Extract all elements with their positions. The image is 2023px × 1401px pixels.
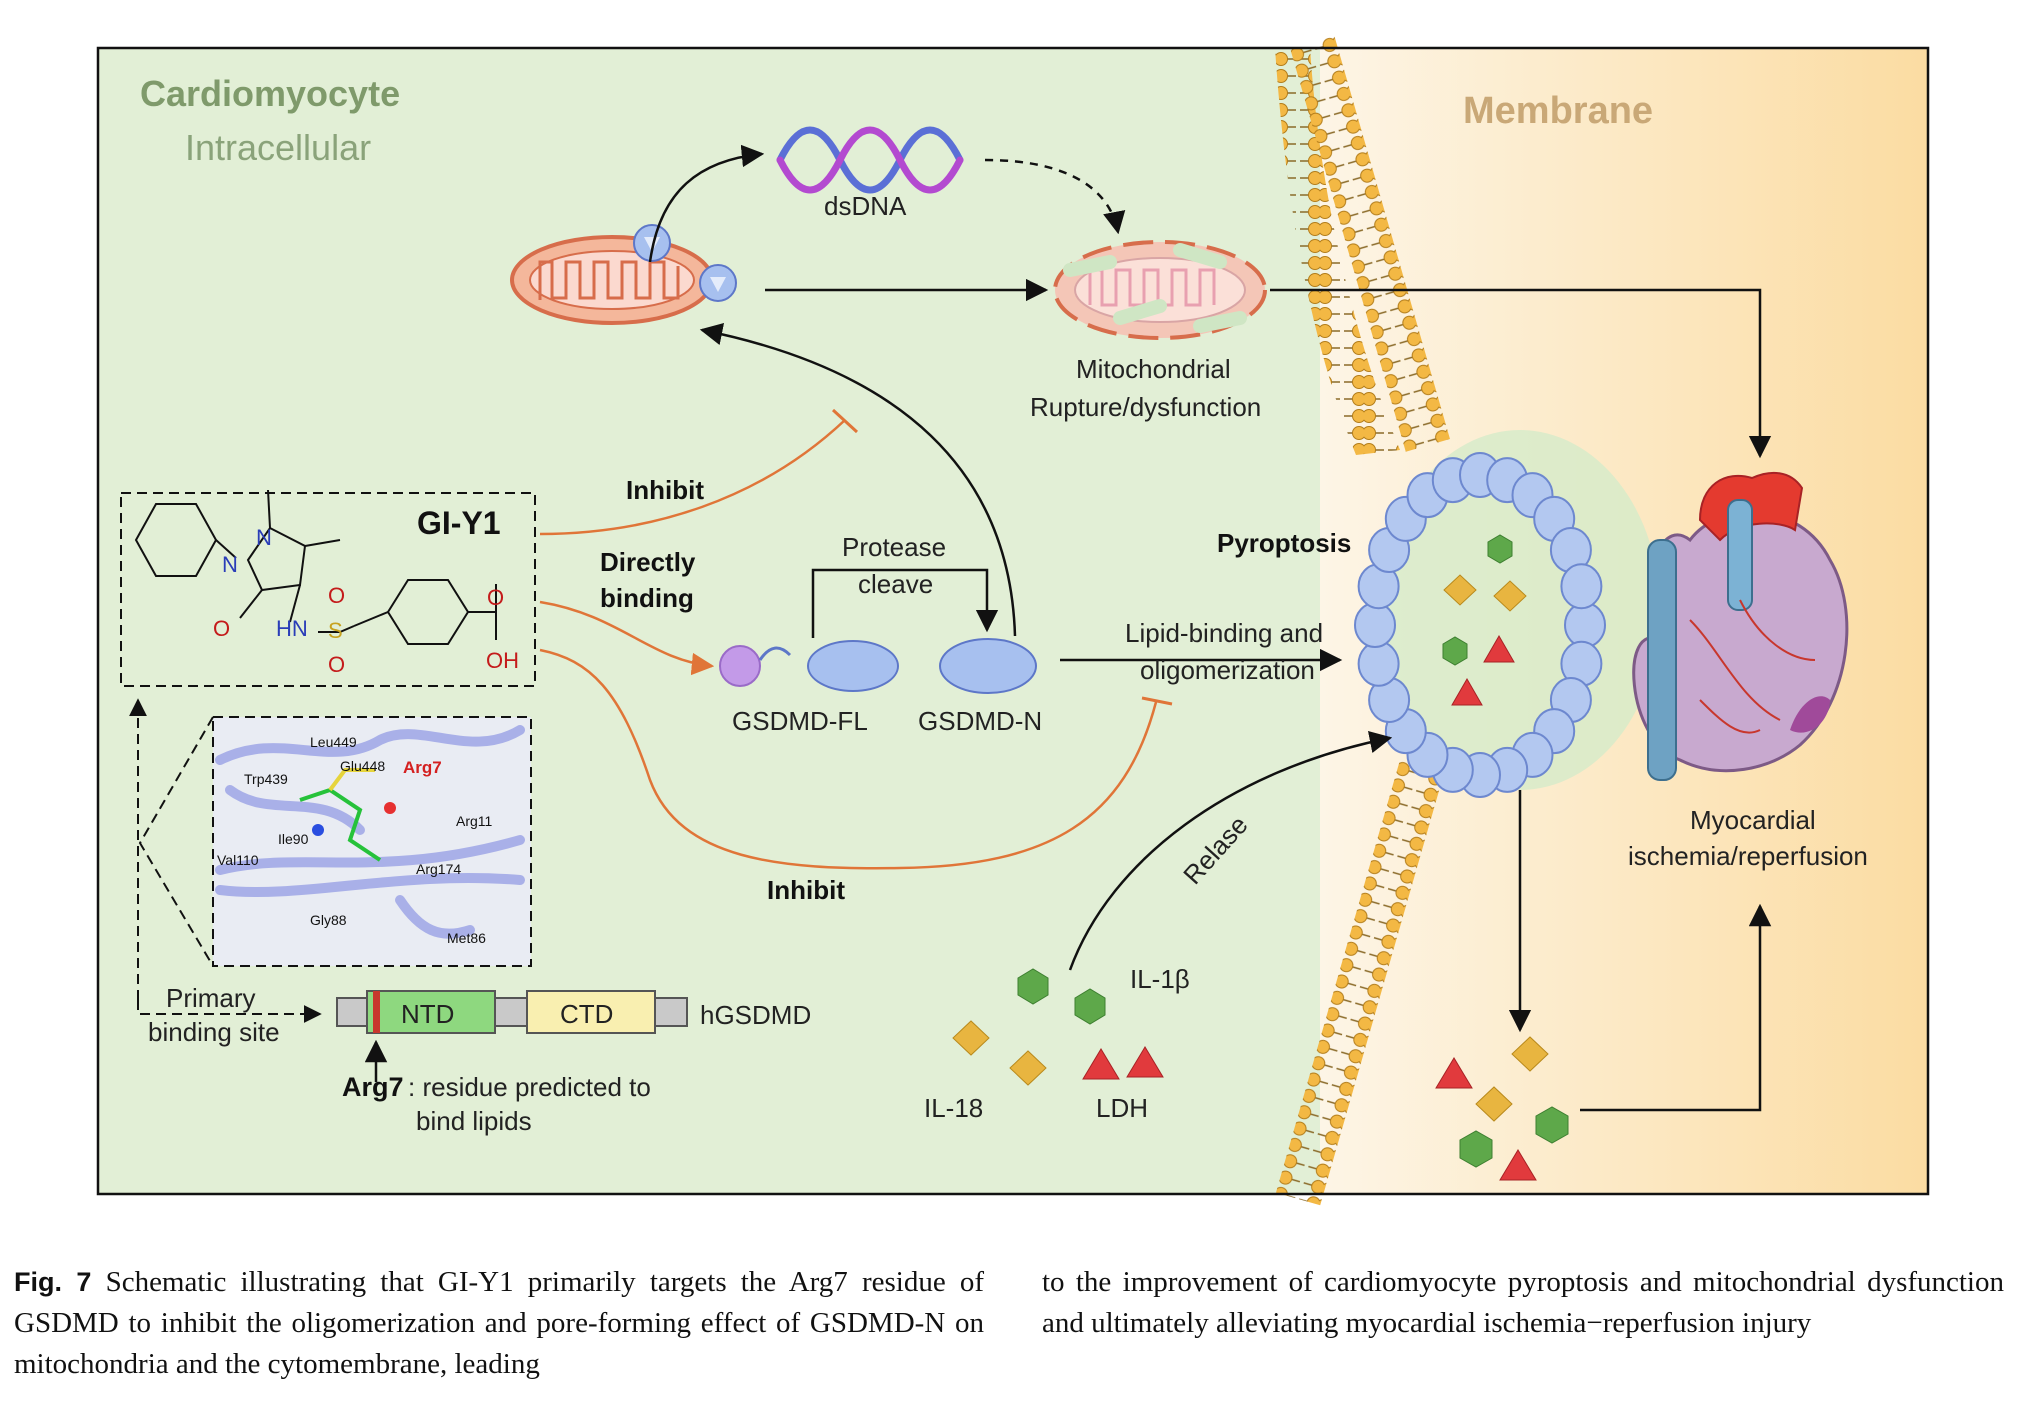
figure-frame: [96, 46, 1930, 1196]
hgsdmd-label: hGSDMD: [700, 1000, 811, 1030]
gsdmd-fl-icon: [719, 640, 899, 692]
residue-arg174: Arg174: [416, 861, 461, 877]
protease-cleave-arrow: [811, 568, 999, 638]
atom-n1: N: [256, 525, 272, 550]
inhibit-bottom-label: Inhibit: [767, 875, 845, 905]
pore-subunit: [1560, 563, 1603, 610]
inhibit-top-label: Inhibit: [626, 475, 704, 505]
caption-column-2: to the improvement of cardiomyocyte pyro…: [1042, 1262, 2004, 1344]
pyroptosis-label: Pyroptosis: [1217, 528, 1351, 558]
membrane-bilayer-lower: [1275, 760, 1445, 1206]
pore-subunit: [1357, 640, 1400, 687]
caption-figure-label: Fig. 7: [14, 1267, 92, 1297]
residue-met86: Met86: [447, 930, 486, 946]
caption-text-1: Schematic illustrating that GI-Y1 primar…: [14, 1266, 984, 1380]
gsdmd-fl-label: GSDMD-FL: [732, 706, 868, 736]
directly-binding-arrow: [539, 600, 715, 676]
caption-column-1: Fig. 7 Schematic illustrating that GI-Y1…: [14, 1262, 984, 1385]
caption-text-2: to the improvement of cardiomyocyte pyro…: [1042, 1266, 2004, 1339]
residue-ile90: Ile90: [278, 831, 309, 847]
atom-oh: OH: [486, 648, 519, 673]
pore-subunit: [1354, 602, 1396, 648]
membrane-bilayer: [1275, 48, 1400, 455]
schematic-figure: Cardiomyocyte Intracellular Membrane dsD…: [96, 35, 1930, 1206]
residue-leu449: Leu449: [310, 734, 357, 750]
protease-label-2: cleave: [858, 569, 933, 599]
residue-arg11: Arg11: [456, 813, 493, 829]
atom-o2: O: [328, 583, 345, 608]
ctd-label: CTD: [560, 999, 613, 1029]
dsdna-icon: [776, 126, 964, 194]
arrow-gsdmdn-to-mito: [699, 322, 1017, 637]
inhibit-line-top: [539, 419, 846, 536]
directly-binding-label-1: Directly: [600, 547, 696, 577]
gsdmd-pore-small-icon: [633, 224, 737, 302]
primary-binding-label-2: binding site: [148, 1017, 280, 1047]
cytokines-intracellular: [952, 968, 1164, 1086]
arrow-release: [1068, 730, 1393, 971]
mito-damage-label-1: Mitochondrial: [1076, 354, 1231, 384]
docking-inset-box: [212, 716, 532, 967]
region-subtitle-intracellular: Intracellular: [185, 127, 371, 168]
ligand-pose: [299, 768, 396, 862]
zoom-lines: [138, 716, 214, 967]
inhibit-line-bottom: [539, 648, 1158, 870]
gi-y1-label: GI-Y1: [417, 505, 501, 541]
membrane-bilayer-upper: [1290, 35, 1450, 452]
atom-o1: O: [213, 616, 230, 641]
gsdmd-n-icon: [939, 638, 1037, 694]
arrow-primary-binding-site: [137, 1000, 322, 1023]
arg7-desc-1: : residue predicted to: [408, 1072, 651, 1102]
arrow-mito-to-dsdna: [648, 144, 765, 263]
il1b-label: IL-1β: [1130, 964, 1190, 994]
region-title-cardiomyocyte: Cardiomyocyte: [140, 73, 400, 114]
lipid-binding-label-2: oligomerization: [1140, 655, 1315, 685]
residue-gly88: Gly88: [310, 912, 347, 928]
ntd-label: NTD: [401, 999, 454, 1029]
directly-binding-label-2: binding: [600, 583, 694, 613]
dsdna-label: dsDNA: [824, 191, 907, 221]
mito-damage-label-2: Rupture/dysfunction: [1030, 392, 1261, 422]
atom-o4: O: [487, 585, 504, 610]
inhibit-bar-bottom: [1141, 696, 1173, 706]
ldh-label: LDH: [1096, 1093, 1148, 1123]
lipid-binding-label-1: Lipid-binding and: [1125, 618, 1323, 648]
atom-n2: N: [222, 552, 238, 577]
myo-label-2: ischemia/reperfusion: [1628, 841, 1868, 871]
mitochondrion-healthy-icon: [510, 235, 714, 325]
protein-ribbon: [215, 725, 525, 939]
il18-label: IL-18: [924, 1093, 983, 1123]
protease-label-1: Protease: [842, 532, 946, 562]
arrow-damage-to-heart: [1270, 288, 1772, 459]
cytokines-extracellular: [1435, 1036, 1569, 1181]
region-title-membrane: Membrane: [1463, 90, 1653, 132]
arg7-label: Arg7: [342, 1072, 404, 1102]
atom-o3: O: [328, 652, 345, 677]
hgsdmd-domain-bar: [336, 990, 688, 1034]
gsdmd-pore-ring: [1354, 452, 1606, 798]
residue-glu448: Glu448: [340, 758, 385, 774]
atom-s: S: [328, 618, 343, 643]
ntd-domain: [366, 990, 496, 1034]
arg7-desc-2: bind lipids: [416, 1106, 532, 1136]
inhibit-bar-top: [831, 408, 859, 434]
mitochondrion-damaged-icon: [1053, 240, 1267, 340]
gi-y1-chemical-structure: [134, 489, 497, 645]
primary-binding-label-1: Primary: [166, 983, 256, 1013]
arg7-marker: [373, 991, 380, 1033]
arrow-release-to-heart: [1580, 903, 1772, 1112]
atom-hn: HN: [276, 616, 308, 641]
pore-contents: [1442, 534, 1527, 706]
heart-icon: [1632, 471, 1849, 781]
gsdmd-n-label: GSDMD-N: [918, 706, 1042, 736]
residue-arg7: Arg7: [403, 758, 442, 777]
residue-trp439: Trp439: [244, 771, 288, 787]
myo-label-1: Myocardial: [1690, 805, 1816, 835]
pore-subunit: [1564, 602, 1606, 648]
ctd-domain: [526, 990, 656, 1034]
residue-val110: Val110: [217, 852, 259, 868]
